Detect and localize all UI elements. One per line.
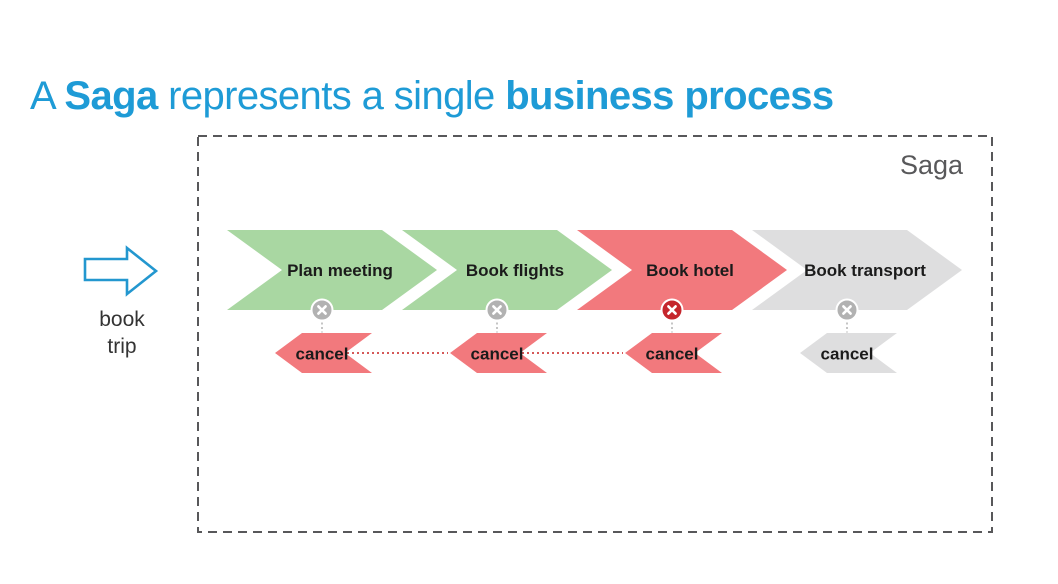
cancel-label: cancel [646,345,699,364]
cancel-chevron [275,333,372,373]
step-label: Book hotel [646,261,734,280]
book-trip-arrow-icon [82,245,160,297]
page-title: A Saga represents a single business proc… [30,71,834,121]
saga-diagram: Saga Plan meeting cancel Book [197,135,993,533]
step-chevron-book-hotel [577,230,787,310]
cancel-label: cancel [471,345,524,364]
cancel-x-icon [835,298,859,322]
step-chevron-book-flights [402,230,612,310]
step-label: Plan meeting [287,261,393,280]
right-block-arrow-shape [83,245,159,297]
cancel-chevron [450,333,547,373]
book-trip-line2: trip [107,335,137,358]
book-trip-line1: book [99,308,145,331]
saga-boundary: Saga Plan meeting cancel Book [197,135,993,533]
step-label: Book transport [804,261,926,280]
saga-step-book-hotel: Book hotel cancel [577,230,787,373]
step-label: Book flights [466,261,564,280]
saga-step-plan-meeting: Plan meeting cancel [227,230,437,373]
cancel-x-icon [485,298,509,322]
title-text: A [30,73,65,118]
title-text: represents a single [157,73,506,118]
book-trip-label: book trip [72,306,172,360]
cancel-chevron [625,333,722,373]
saga-box-label: Saga [900,150,964,180]
cancel-chevron [800,333,897,373]
step-chevron-book-transport [752,230,962,310]
cancel-x-icon [660,298,684,322]
saga-boundary-border [197,135,993,533]
cancel-label: cancel [821,345,874,364]
saga-step-book-transport: Book transport cancel [752,230,962,373]
title-text-bold: business process [505,73,834,118]
cancel-x-icon [310,298,334,322]
step-chevron-plan-meeting [227,230,437,310]
title-text-bold: Saga [64,73,158,118]
cancel-label: cancel [296,345,349,364]
saga-step-book-flights: Book flights cancel [402,230,612,373]
